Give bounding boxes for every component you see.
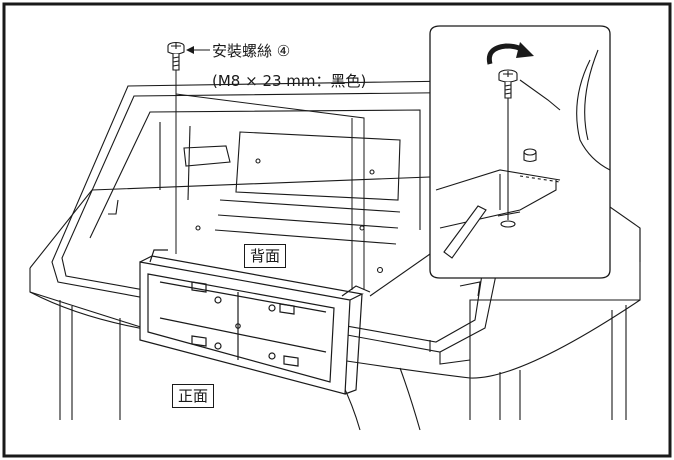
screw-icon bbox=[167, 41, 185, 71]
screw-name-label: 安裝螺絲 ④ bbox=[212, 42, 291, 60]
back-view-label: 背面 bbox=[244, 244, 287, 268]
inset-screw-icon bbox=[498, 69, 518, 99]
callout-arrow bbox=[186, 46, 194, 54]
zoom-inset bbox=[369, 25, 611, 297]
tv-stand bbox=[139, 249, 371, 395]
front-view-label: 正面 bbox=[172, 384, 215, 408]
screw-spec-label: (M8 × 23 mm：黑色) bbox=[212, 72, 367, 90]
clockwise-arrow-icon bbox=[486, 42, 534, 65]
screw-leader-lines bbox=[175, 49, 365, 290]
